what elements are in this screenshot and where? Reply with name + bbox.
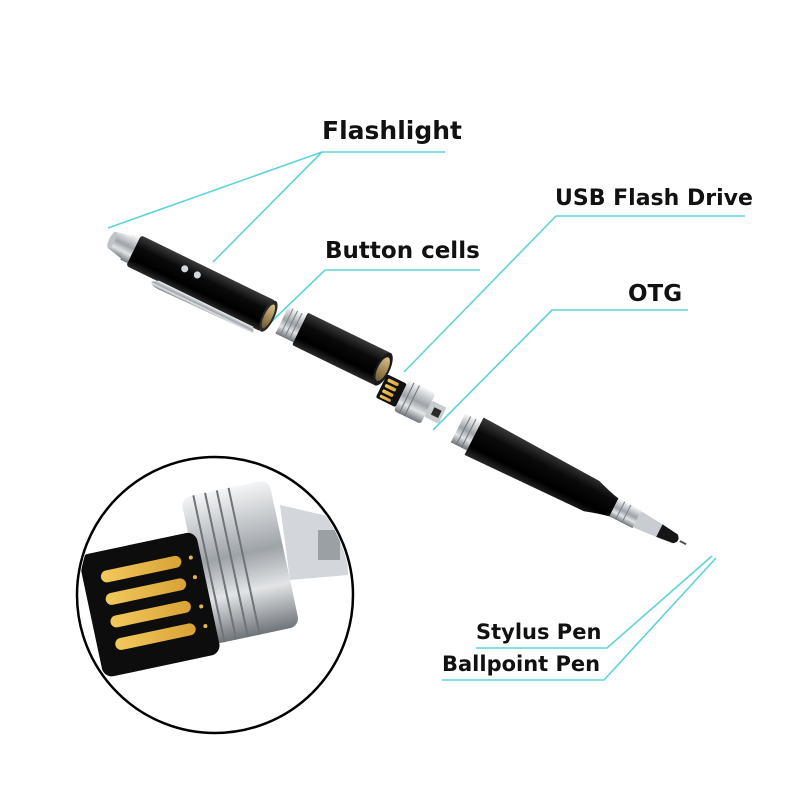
- flashlight-cap: [107, 231, 278, 334]
- usb-otg-connector: [376, 374, 446, 424]
- leader-lines: [107, 151, 745, 681]
- flashlight-leader: [107, 151, 445, 229]
- flashlight-label: Flashlight: [322, 116, 462, 145]
- stylus-barrel: [450, 413, 687, 546]
- ballpoint-pen-label: Ballpoint Pen: [442, 652, 601, 676]
- button-cells-label: Button cells: [325, 238, 480, 264]
- ballpoint-leader: [442, 557, 717, 681]
- usb-leader: [403, 215, 745, 373]
- otg-leader: [432, 309, 688, 431]
- stylus-leader: [476, 555, 713, 649]
- usb-closeup: [75, 455, 355, 735]
- button-cells-section: [275, 306, 393, 386]
- stylus-pen-label: Stylus Pen: [476, 620, 602, 644]
- otg-label: OTG: [628, 281, 683, 307]
- usb-flash-drive-label: USB Flash Drive: [555, 186, 753, 211]
- flashlight-leader-2: [212, 151, 323, 263]
- button-cells-leader: [267, 269, 480, 326]
